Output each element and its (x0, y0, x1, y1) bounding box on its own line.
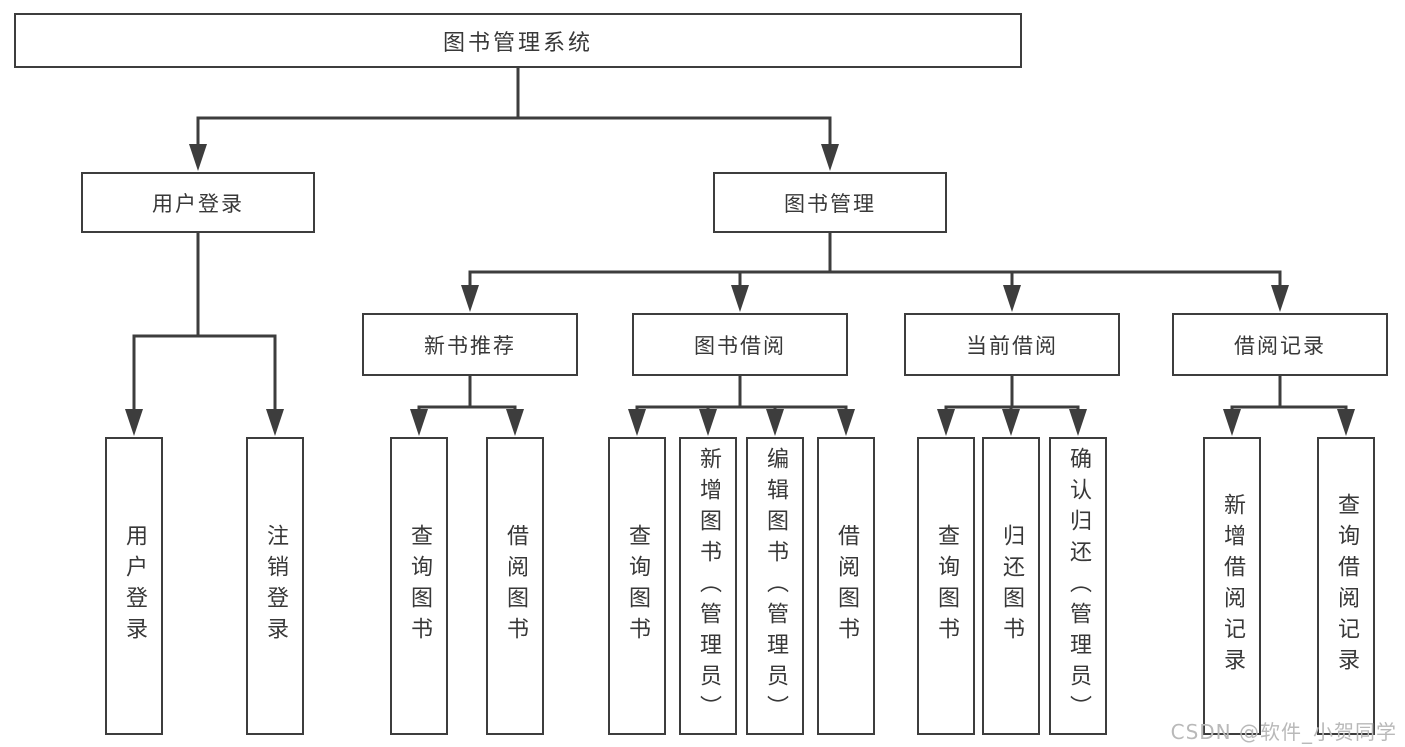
leaf-add-books-admin: 新增图书（管理员） (679, 437, 737, 735)
node-book-borrow: 图书借阅 (632, 313, 848, 376)
node-library-system-root: 图书管理系统 (14, 13, 1022, 68)
leaf-edit-books-admin: 编辑图书（管理员） (746, 437, 804, 735)
node-borrow-records: 借阅记录 (1172, 313, 1388, 376)
leaf-add-borrow-record: 新增借阅记录 (1203, 437, 1261, 735)
leaf-query-books-recommend: 查询图书 (390, 437, 448, 735)
connector-records-group (1230, 376, 1348, 410)
csdn-watermark: CSDN @软件_小贺同学 (1170, 720, 1397, 744)
connector-level2-to-level3 (468, 233, 1282, 286)
leaf-user-login: 用户登录 (105, 437, 163, 735)
connector-borrow-group (635, 376, 848, 410)
leaf-borrow-books-recommend: 借阅图书 (486, 437, 544, 735)
leaf-query-borrow-record: 查询借阅记录 (1317, 437, 1375, 735)
node-current-borrow: 当前借阅 (904, 313, 1120, 376)
connector-login-group (132, 233, 277, 410)
connector-recommend-group (417, 376, 517, 410)
leaf-return-books: 归还图书 (982, 437, 1040, 735)
connector-current-group (944, 376, 1080, 410)
leaf-query-books-borrow: 查询图书 (608, 437, 666, 735)
connector-root-to-level2 (196, 68, 832, 145)
leaf-confirm-return-admin: 确认归还（管理员） (1049, 437, 1107, 735)
leaf-logout: 注销登录 (246, 437, 304, 735)
leaf-query-books-current: 查询图书 (917, 437, 975, 735)
leaf-borrow-books: 借阅图书 (817, 437, 875, 735)
node-book-management: 图书管理 (713, 172, 947, 233)
node-new-book-recommend: 新书推荐 (362, 313, 578, 376)
node-user-login: 用户登录 (81, 172, 315, 233)
